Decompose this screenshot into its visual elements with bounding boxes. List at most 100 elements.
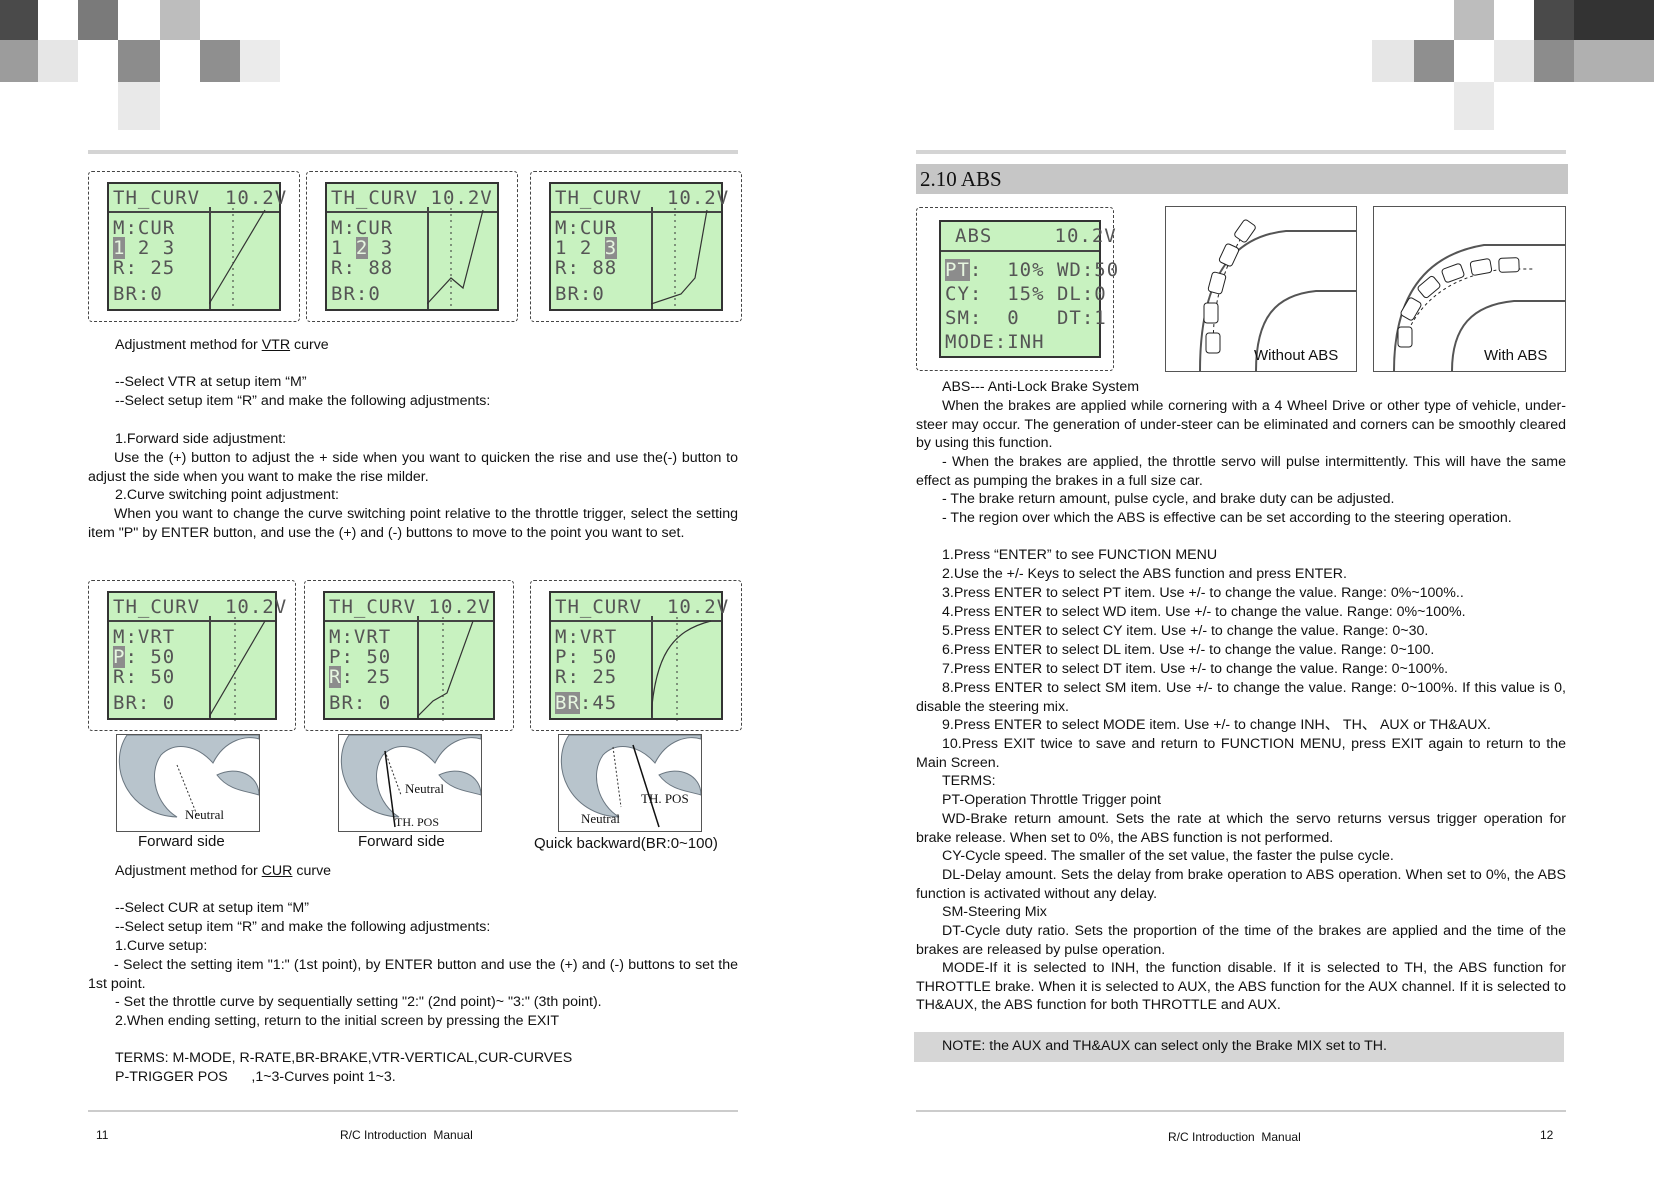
- lcd-divider: [109, 211, 279, 213]
- lcd-row-text: P: 50: [555, 646, 618, 668]
- term-dt: DT-Cycle duty ratio. Sets the proportion…: [916, 922, 1566, 959]
- lcd-graph-axis: [417, 616, 419, 718]
- vtr-line-2: --Select setup item “R” and make the fol…: [115, 393, 491, 409]
- lcd-rate-row: R: 50: [113, 667, 175, 687]
- trigger-label-thpos-2: TH. POS: [395, 815, 440, 829]
- lcd-title: TH_CURV 10.2V: [555, 596, 730, 618]
- step-1: 1.Press “ENTER” to see FUNCTION MENU: [942, 547, 1218, 563]
- page-number-left: 11: [96, 1128, 109, 1142]
- forward-text-body: Use the (+) button to adjust the + side …: [88, 450, 738, 485]
- lcd-row-text: P: 50: [329, 646, 392, 668]
- lcd-brake-row: BR:45: [555, 692, 617, 714]
- lcd-divider: [327, 211, 497, 213]
- lcd-rate-row: R: 25: [555, 667, 617, 687]
- forward-text: Use the (+) button to adjust the + side …: [88, 449, 738, 486]
- vtr-heading: Adjustment method for VTR curve: [115, 336, 329, 355]
- terms-title: TERMS:: [942, 773, 996, 789]
- lcd-row-text: BR: 0: [329, 692, 392, 714]
- abs-para-1-body: When the brakes are applied while corner…: [916, 398, 1566, 452]
- term-dt-body: DT-Cycle duty ratio. Sets the proportion…: [916, 923, 1566, 958]
- lcd-item-highlight: BR: [555, 692, 580, 714]
- lcd-curve-graph: [651, 617, 712, 721]
- trigger-label-neutral-1: Neutral: [185, 807, 224, 822]
- abs-para-1: When the brakes are applied while corner…: [916, 397, 1566, 453]
- lcd-curve-graph: [427, 208, 484, 308]
- cur-heading-suffix: curve: [292, 863, 332, 879]
- bottom-rule-left: [88, 1110, 738, 1112]
- abs-lcd-row1: PT: 10% WD:50: [945, 259, 1119, 281]
- cur-heading-text: Adjustment method for: [115, 863, 262, 879]
- lcd-points-pre: 1: [331, 237, 356, 259]
- lcd-divider: [551, 211, 721, 213]
- footer-title-right: R/C Introduction Manual: [1168, 1130, 1301, 1144]
- lcd-divider: [325, 620, 493, 622]
- lcd-row-text: R: 50: [113, 666, 176, 688]
- note-box: NOTE: the AUX and TH&AUX can select only…: [914, 1032, 1564, 1062]
- abs-lcd-divider: [941, 250, 1099, 252]
- abs-para-3: - The brake return amount, pulse cycle, …: [942, 491, 1395, 507]
- abs-lcd-screen: ABS 10.2V PT: 10% WD:50 CY: 15% DL:0 SM:…: [939, 220, 1118, 358]
- step-2: 2.Use the +/- Keys to select the ABS fun…: [942, 566, 1347, 582]
- trigger-drawing-2: [340, 735, 481, 828]
- trigger-caption-3: Quick backward(BR:0~100): [534, 835, 718, 852]
- step-3: 3.Press ENTER to select PT item. Use +/-…: [942, 585, 1464, 601]
- footer-title-left: R/C Introduction Manual: [340, 1128, 473, 1142]
- step-10-body: 10.Press EXIT twice to save and return t…: [916, 736, 1566, 771]
- cur-line-2: --Select setup item “R” and make the fol…: [115, 919, 491, 935]
- lcd-points-row: 1 2 3: [555, 237, 618, 259]
- abs-para-4: - The region over which the ABS is effec…: [916, 509, 1566, 528]
- cur-heading-underlined: CUR: [261, 863, 293, 879]
- lcd-row-text: BR: 0: [113, 692, 176, 714]
- lcd-points-row: 1 2 3: [331, 237, 393, 259]
- lcd-item-highlight: R: [329, 666, 342, 688]
- lcd-p-row: P: 50: [555, 647, 617, 667]
- lcd-graph-axis: [209, 616, 211, 718]
- lcd-mode-row: M:VRT: [555, 627, 617, 647]
- lcd-item-highlight: P: [113, 646, 126, 668]
- trigger-label-thpos-3: TH. POS: [641, 791, 689, 806]
- terms-line-1: TERMS: M-MODE, R-RATE,BR-BRAKE,VTR-VERTI…: [115, 1050, 573, 1066]
- trigger-picture-1: Neutral: [116, 734, 260, 832]
- cur-line-4: - Set the throttle curve by sequentially…: [115, 994, 602, 1010]
- cur-line-5: 2.When ending setting, return to the ini…: [115, 1013, 559, 1029]
- lcd-title: TH_CURV 10.2V: [331, 187, 493, 209]
- lcd-graph-axis: [209, 207, 211, 309]
- lcd-rate-row: R: 25: [329, 666, 391, 688]
- with-abs-drawing: [1393, 244, 1565, 371]
- lcd-rate-row: R: 88: [331, 257, 394, 279]
- lcd-rate-row: R: 25: [113, 257, 176, 279]
- lcd-points-post: 2 3: [125, 237, 176, 259]
- abs-lcd-row2: CY: 15% DL:0: [945, 283, 1107, 305]
- page-number-right: 12: [1540, 1128, 1554, 1142]
- term-cy: CY-Cycle speed. The smaller of the set v…: [942, 848, 1394, 864]
- term-dl: DL-Delay amount. Sets the delay from bra…: [916, 866, 1566, 903]
- cur-line-1: --Select CUR at setup item “M”: [115, 900, 309, 916]
- with-abs-figure: With ABS: [1373, 206, 1566, 372]
- lcd-row-text: R: 25: [555, 666, 618, 688]
- lcd-mode-row: M:VRT: [113, 627, 175, 647]
- without-abs-figure: Without ABS: [1165, 206, 1357, 372]
- lcd-row-text: : 50: [125, 646, 176, 668]
- trigger-label-neutral-2: Neutral: [405, 781, 444, 796]
- note-text: NOTE: the AUX and TH&AUX can select only…: [942, 1038, 1387, 1054]
- step-6: 6.Press ENTER to select DL item. Use +/-…: [942, 642, 1435, 658]
- lcd-graph-axis: [427, 207, 429, 309]
- lcd-title: TH_CURV 10.2V: [113, 596, 288, 618]
- lcd-rate-row: R: 88: [555, 257, 618, 279]
- lcd-row-text: M:VRT: [555, 626, 618, 648]
- lcd-title: TH_CURV 10.2V: [555, 187, 730, 209]
- top-rule-left: [88, 150, 738, 154]
- vtr-heading-suffix: curve: [290, 337, 329, 353]
- step-9: 9.Press ENTER to select MODE item. Use +…: [942, 717, 1491, 733]
- lcd-point-highlight: 2: [355, 237, 369, 259]
- term-dl-body: DL-Delay amount. Sets the delay from bra…: [916, 867, 1566, 902]
- bottom-rule-right: [916, 1110, 1566, 1112]
- abs-para-4-body: - The region over which the ABS is effec…: [942, 510, 1512, 526]
- lcd-points-pre: 1 2: [555, 237, 605, 259]
